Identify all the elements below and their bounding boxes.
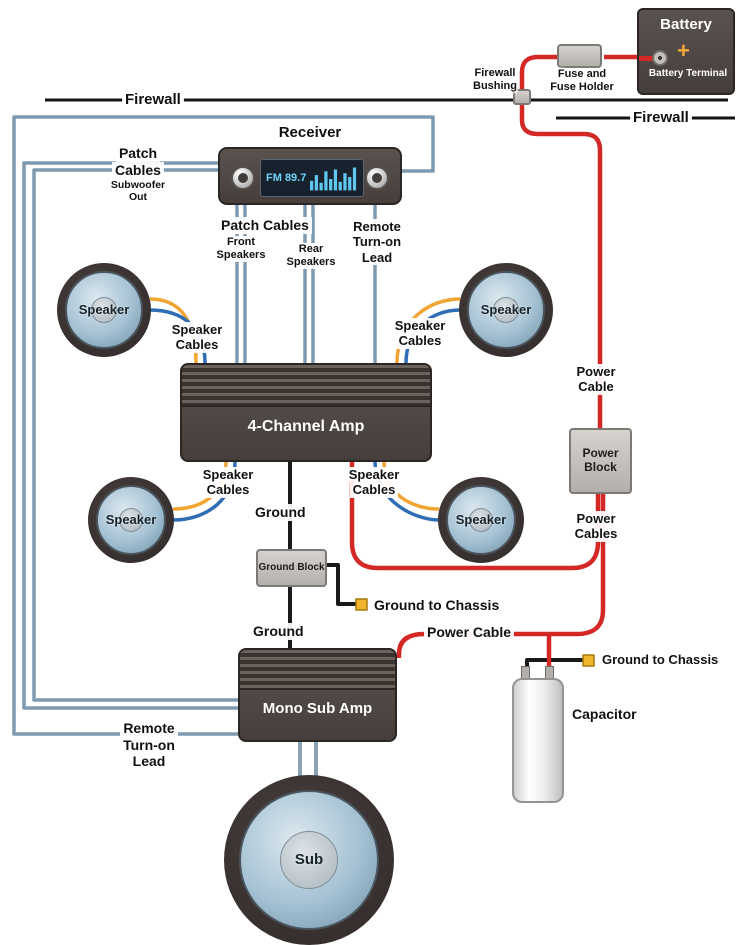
remote-turn-on-bottom-label: Remote Turn-on Lead	[104, 720, 194, 770]
ring-terminal-icon	[355, 598, 368, 611]
four-channel-amp-label: 4-Channel Amp	[247, 418, 365, 436]
battery-title: Battery	[660, 16, 712, 33]
mono-sub-amp-label: Mono Sub Amp	[262, 700, 373, 718]
speaker-cone	[95, 484, 167, 556]
speaker-dome	[492, 296, 520, 324]
speaker-label: Speaker	[455, 512, 507, 527]
mono-sub-amp: Mono Sub Amp	[238, 648, 397, 742]
ring-terminal-icon	[582, 654, 595, 667]
front-left-speaker: Speaker	[57, 263, 151, 357]
fuse-holder-label: Fuse and Fuse Holder	[550, 68, 614, 93]
receiver: FM 89.7	[218, 147, 402, 205]
speaker-cables-label-1: Speaker Cables	[157, 322, 237, 353]
receiver-display: FM 89.7	[260, 159, 364, 197]
power-cables-label: Power Cables	[556, 511, 636, 542]
firewall-label-right: Firewall	[630, 109, 692, 127]
speaker-label: Speaker	[78, 302, 130, 317]
ground-to-chassis-wire-1	[327, 563, 356, 606]
speaker-dome	[280, 831, 338, 889]
ground-block: Ground Block	[256, 549, 327, 587]
power-cable-label-bottom: Power Cable	[424, 624, 515, 641]
capacitor-label: Capacitor	[572, 706, 637, 722]
firewall-bushing-label: Firewall Bushing	[473, 67, 517, 92]
sub-label: Sub	[294, 851, 324, 868]
speaker-cables-label-4: Speaker Cables	[334, 467, 414, 498]
eq-bars-icon	[310, 167, 357, 191]
capacitor	[512, 678, 564, 803]
amp-heatsink-fins	[182, 365, 430, 407]
battery-terminal-icon	[652, 50, 668, 66]
ground-to-chassis-label-2: Ground to Chassis	[602, 652, 719, 667]
volume-knob-icon	[231, 166, 255, 190]
remote-turn-on-top-label: Remote Turn-on Lead	[337, 219, 417, 265]
firewall-bushing	[513, 89, 531, 105]
speaker-dome	[468, 507, 494, 533]
tuning-knob-icon	[365, 166, 389, 190]
speaker-dome	[118, 507, 144, 533]
patch-cables-left-label: Patch Cables Subwoofer Out	[100, 145, 176, 204]
rear-speakers-label: Rear Speakers	[281, 243, 341, 269]
speaker-label: Speaker	[480, 302, 532, 317]
battery-plus: +	[677, 38, 690, 63]
subwoofer: Sub	[224, 775, 394, 945]
power-cable-block-to-4channel-amp	[349, 462, 601, 571]
ground-label-2: Ground	[250, 623, 307, 640]
power-block: Power Block	[569, 428, 632, 494]
remote-turn-on-lead-wire	[12, 115, 435, 736]
receiver-frequency: FM 89.7	[266, 172, 307, 184]
battery-terminal-label: Battery Terminal	[648, 68, 728, 79]
speaker-dome	[90, 296, 118, 324]
speaker-label: Speaker	[105, 512, 157, 527]
four-channel-amp: 4-Channel Amp	[180, 363, 432, 462]
speaker-cable-front-right-yellow	[395, 297, 461, 364]
ground-to-chassis-wire-2	[525, 658, 583, 670]
receiver-title: Receiver	[278, 124, 342, 141]
ground-block-label: Ground Block	[258, 562, 325, 574]
power-cable-fuse-to-power-block	[519, 54, 603, 428]
front-speakers-label: Front Speakers	[211, 236, 271, 262]
rear-left-speaker: Speaker	[88, 477, 174, 563]
battery-box: Battery + Battery Terminal	[637, 8, 735, 95]
amp-heatsink-fins	[240, 650, 395, 690]
firewall-label-left: Firewall	[122, 91, 184, 109]
fuse-holder	[557, 44, 602, 68]
rear-right-speaker: Speaker	[438, 477, 524, 563]
speaker-cables-label-3: Speaker Cables	[188, 467, 268, 498]
front-right-speaker: Speaker	[459, 263, 553, 357]
power-block-label: Power Block	[582, 446, 619, 474]
battery-wire-stub	[639, 56, 654, 61]
patch-cables-bottom-title: Patch Cables	[218, 217, 312, 234]
speaker-cables-label-2: Speaker Cables	[380, 318, 460, 349]
ground-to-chassis-label-1: Ground to Chassis	[374, 597, 500, 613]
ground-label-1: Ground	[252, 504, 309, 521]
power-cable-label-right: Power Cable	[556, 364, 636, 395]
